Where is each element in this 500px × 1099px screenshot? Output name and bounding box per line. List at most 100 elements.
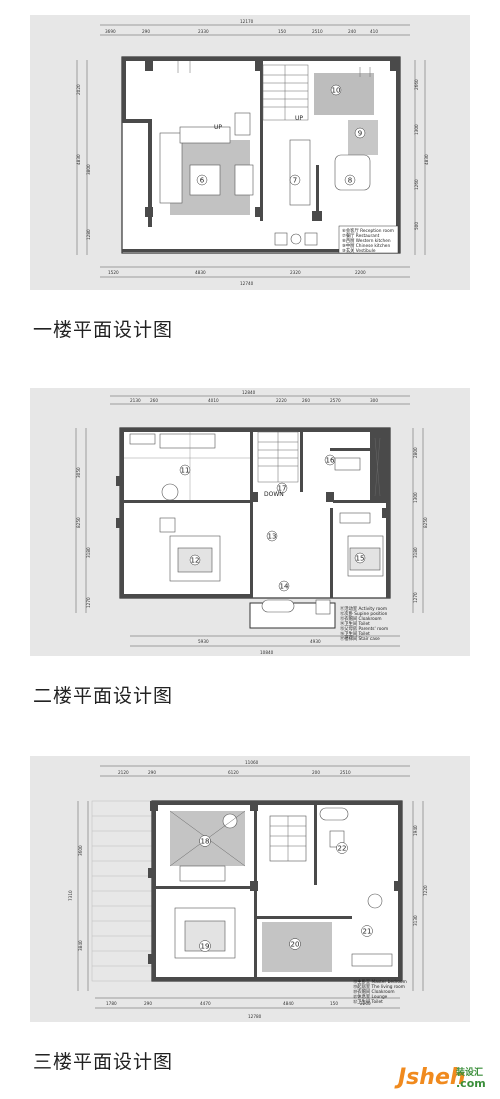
dim-right: 2660	[414, 79, 419, 90]
room-number: 13	[268, 533, 277, 541]
room-number: 14	[280, 583, 289, 591]
room-number: 10	[332, 87, 341, 95]
dim-right: 1270	[413, 592, 418, 603]
dim-right: 1300	[413, 492, 418, 503]
floor-3-caption: 三楼平面设计图	[33, 1051, 174, 1073]
legend-item: ㉒卫生间 Toilet	[353, 998, 383, 1005]
dim-top: 290	[142, 29, 150, 34]
dim-right: 500	[414, 222, 419, 230]
legend-item: ⑫次卧 Supine position	[340, 610, 388, 617]
room-number: 12	[191, 557, 200, 565]
dim-left: 4830	[76, 154, 81, 165]
dim-right: 1300	[414, 124, 419, 135]
dim-top: 290	[148, 770, 156, 775]
dim-left: 3050	[76, 467, 81, 478]
dim-top: 150	[278, 29, 286, 34]
dim-top: 3690	[105, 29, 116, 34]
floor-plan-3-drawing: 11060 2120 290 6120 200 2510 12780 1780 …	[68, 760, 428, 1019]
dim-right: 1260	[414, 179, 419, 190]
dim-left: 3800	[86, 164, 91, 175]
legend-item: ⑮父母房 Parents' room	[340, 625, 388, 632]
dim-top: 6120	[228, 770, 239, 775]
dim-top: 260	[302, 398, 310, 403]
dim-top: 240	[348, 29, 356, 34]
site-watermark-logo: Jsheh 装设汇 .com	[398, 1063, 490, 1093]
watermark-sub: 装设汇	[456, 1068, 484, 1078]
room-number: 6	[200, 177, 205, 185]
dim-right: 1940	[413, 825, 418, 836]
room-number: 18	[201, 838, 210, 846]
dim-bottom: 290	[144, 1001, 152, 1006]
dim-right: 3130	[413, 915, 418, 926]
dim-top: 2130	[130, 398, 141, 403]
dim-top: 260	[150, 398, 158, 403]
stair-label: DOWN	[264, 491, 284, 498]
dim-bottom: 1520	[108, 270, 119, 275]
legend-item: ㉑休息室 Lounge	[353, 993, 388, 1000]
room-number: 21	[363, 928, 372, 936]
dim-bottom: 2200	[355, 270, 366, 275]
dim-left: 8250	[76, 517, 81, 528]
legend-item: ⑰楼梯间 Stair case	[340, 635, 380, 642]
dim-bottom: 2200	[360, 1001, 371, 1006]
room-number: 16	[326, 457, 335, 465]
dim-right: 8250	[423, 517, 428, 528]
legend-item: ⑯卫生间 Toilet	[340, 630, 370, 637]
dim-right: 7220	[423, 885, 428, 896]
legend-item: ⑧西厨 Western kitchen	[342, 238, 391, 244]
legend-item: ⑨中厨 Chinese kitchen	[342, 242, 390, 249]
room-number: 17	[278, 485, 287, 493]
dim-right: 3180	[413, 547, 418, 558]
dim-bottom: 2320	[290, 270, 301, 275]
legend-item: ⑱主卧室 Master bedroom	[353, 978, 407, 985]
legend-item: ⑲起居室 The living room	[353, 983, 405, 990]
legend-item: ⑬衣帽间 Cloakroom	[340, 615, 382, 622]
chinese-kitchen-area	[348, 120, 378, 155]
dim-bottom: 1780	[106, 1001, 117, 1006]
dim-left: 3600	[78, 845, 83, 856]
dim-right: 2800	[413, 447, 418, 458]
dim-top: 2220	[276, 398, 287, 403]
floor-plan-1-drawing: 12170 3690 290 2330 150 2510 240 410 127…	[76, 19, 429, 286]
floor-1-caption: 一楼平面设计图	[33, 319, 174, 341]
dim-top-total: 12170	[240, 19, 254, 24]
dim-top: 200	[312, 770, 320, 775]
room-number: 15	[356, 555, 365, 563]
legend-item: ⑭卫生间 Toilet	[340, 620, 370, 627]
legend-item: ⑳衣帽间 Cloakroom	[353, 988, 395, 995]
floor-2-caption: 二楼平面设计图	[33, 685, 174, 707]
dim-bottom: 4470	[200, 1001, 211, 1006]
dim-bottom-total: 12780	[248, 1014, 262, 1019]
stair-label: UP	[214, 124, 222, 131]
floor-plan-1: 12170 3690 290 2330 150 2510 240 410 127…	[30, 15, 470, 290]
dim-bottom: 4930	[310, 639, 321, 644]
vestibule-area	[314, 73, 374, 115]
dim-top: 300	[370, 398, 378, 403]
dim-left: 3180	[86, 547, 91, 558]
room-number: 7	[293, 177, 297, 185]
room-number: 8	[348, 177, 352, 185]
dim-bottom: 150	[330, 1001, 338, 1006]
legend-item: ⑪活动室 Activity room	[340, 605, 387, 612]
room-number: 19	[201, 943, 210, 951]
floor-plan-2: 12840 2130 260 4010 2220 260 2570 300 10…	[30, 388, 470, 656]
room-number: 9	[358, 130, 362, 138]
dim-top: 2510	[312, 29, 323, 34]
dim-left: 3840	[78, 940, 83, 951]
dim-bottom: 4840	[283, 1001, 294, 1006]
legend-box	[338, 225, 399, 254]
dim-left: 1280	[86, 229, 91, 240]
dim-top-total: 11060	[245, 760, 259, 765]
dim-left: 1270	[86, 597, 91, 608]
dim-left: 7310	[68, 890, 73, 901]
legend-item: ⑩玄关 Vestibule	[342, 247, 376, 254]
watermark-com: .com	[456, 1077, 486, 1090]
dim-right: 4830	[424, 154, 429, 165]
room-number: 11	[181, 467, 190, 475]
dim-top: 2330	[198, 29, 209, 34]
dim-top: 2120	[118, 770, 129, 775]
dim-top: 410	[370, 29, 378, 34]
dim-left: 2020	[76, 84, 81, 95]
stair-label: UP	[295, 115, 303, 122]
dim-bottom-total: 10840	[260, 650, 274, 655]
